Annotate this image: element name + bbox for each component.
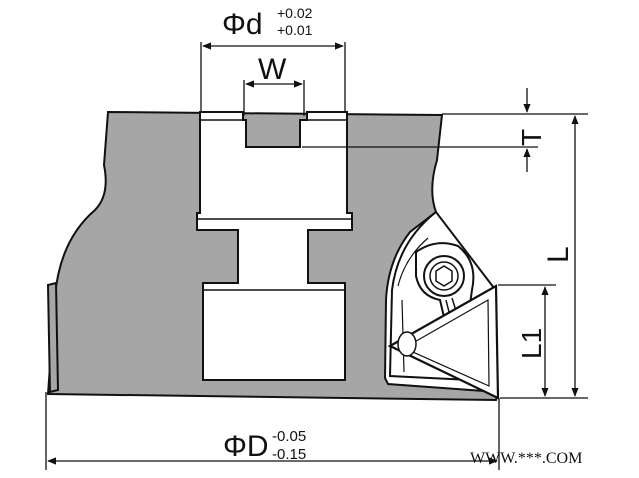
dimension-outer-diameter: ΦD -0.05 -0.15: [45, 392, 500, 470]
dimension-keyway-width: W: [243, 53, 305, 116]
bore-symbol: Φd: [222, 8, 263, 41]
dimension-key-depth: T: [302, 88, 588, 172]
bore-upper-tolerance: +0.02: [277, 5, 313, 21]
dimension-overall-height: L: [500, 115, 588, 399]
dimension-bore-diameter: Φd +0.02 +0.01: [200, 5, 346, 112]
insert-height-label: L1: [516, 328, 547, 359]
outer-diameter-symbol: ΦD: [223, 430, 269, 463]
outer-diameter-lower-tolerance: -0.15: [272, 446, 306, 463]
cutting-insert: [387, 284, 500, 400]
clamp-screw-icon: [423, 255, 465, 297]
bore-lower-tolerance: +0.01: [277, 22, 313, 38]
outer-diameter-upper-tolerance: -0.05: [272, 428, 306, 445]
central-bore: [196, 111, 353, 381]
height-label: L: [542, 246, 575, 263]
left-insert-edge: [46, 281, 60, 394]
keyway-label: W: [258, 53, 287, 86]
key-depth-label: T: [516, 129, 547, 146]
dimension-insert-height: L1: [498, 284, 556, 397]
watermark-text: WWW.***.COM: [470, 450, 582, 467]
